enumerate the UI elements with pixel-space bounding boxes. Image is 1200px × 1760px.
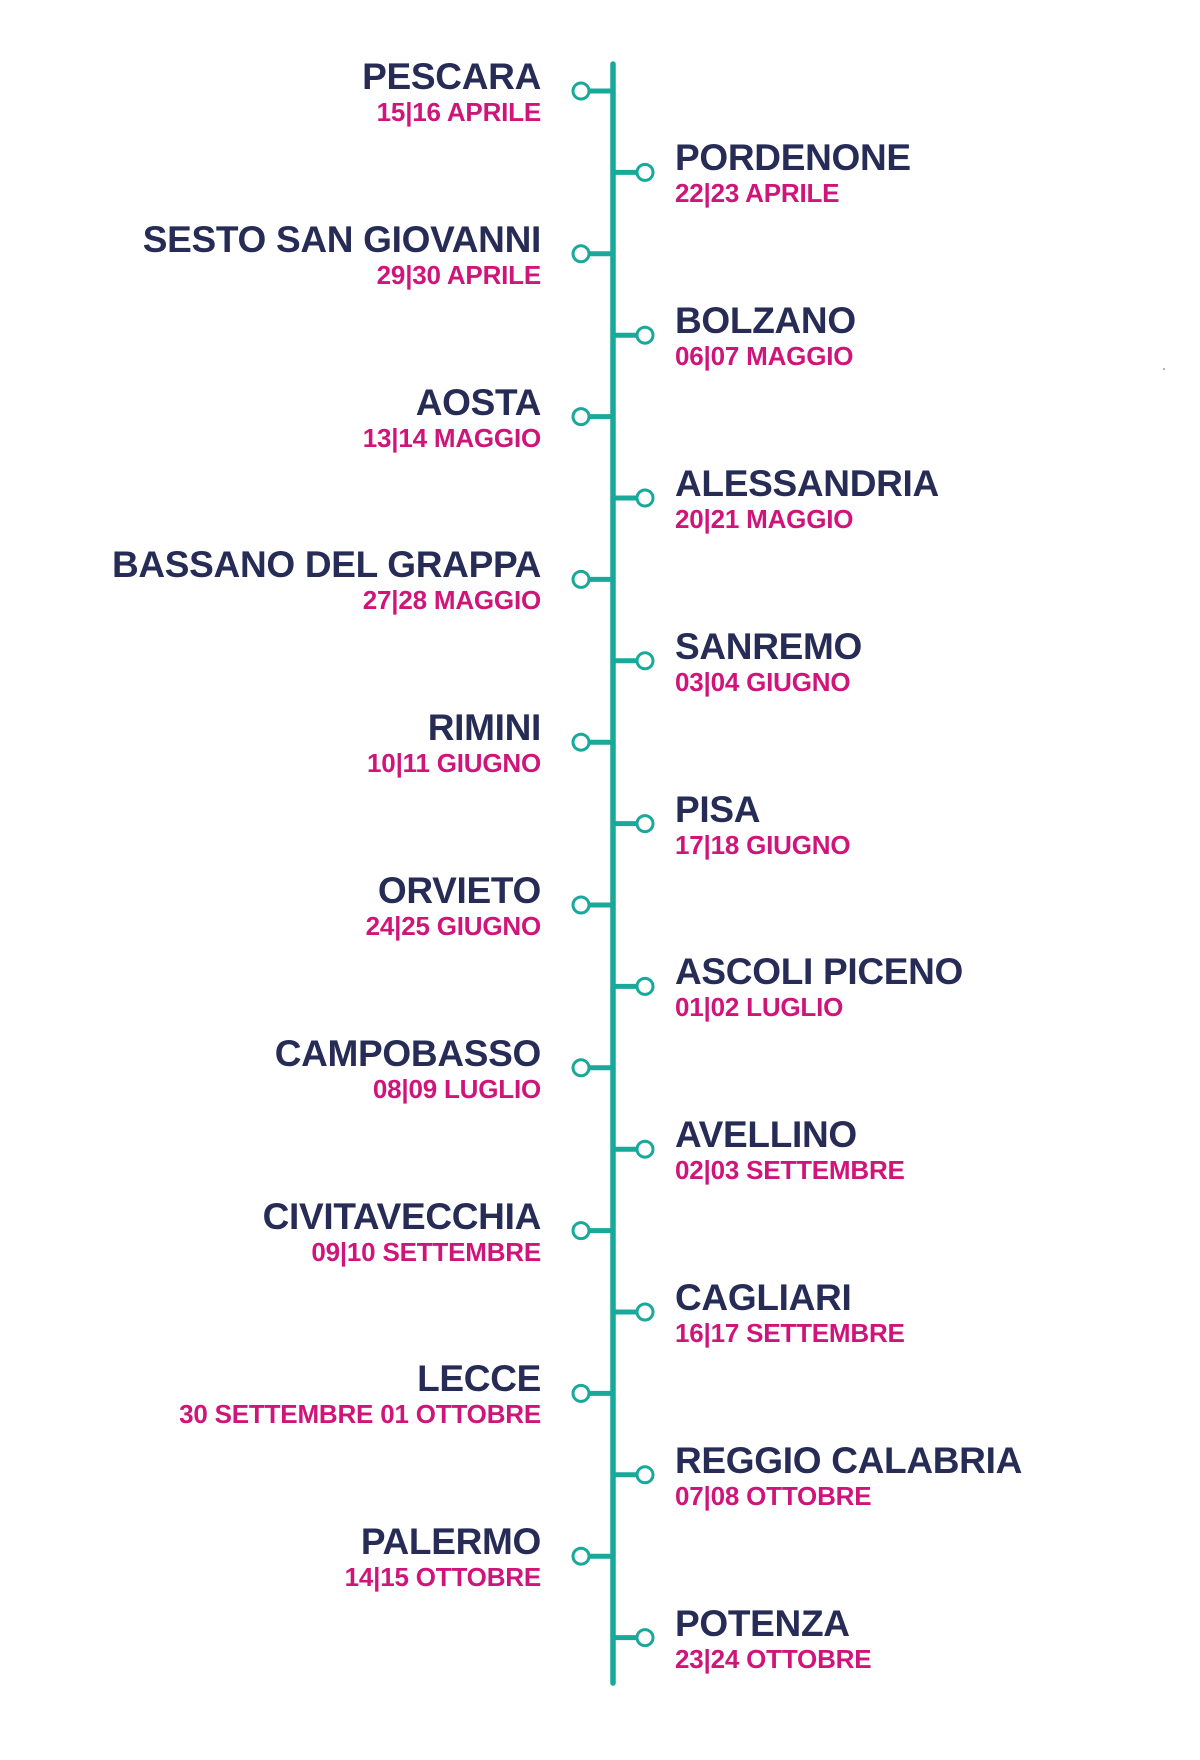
stray-dot [1163, 368, 1165, 370]
stop-marker-icon [571, 1221, 591, 1241]
stop-date: 07|08 OTTOBRE [675, 1480, 872, 1511]
stop-marker-icon [635, 1628, 655, 1648]
stop-date: 22|23 APRILE [675, 178, 840, 209]
stop-marker-icon [635, 1139, 655, 1159]
stop-city: RIMINI [427, 707, 542, 749]
stop-city: PESCARA [362, 56, 541, 97]
stop-city: PORDENONE [675, 137, 911, 179]
stop-marker-icon [635, 814, 655, 834]
stop-city: ORVIETO [377, 870, 541, 911]
stop-date: 23|24 OTTOBRE [675, 1643, 872, 1674]
stop-marker-icon [571, 1546, 591, 1566]
stop-date: 29|30 APRILE [376, 259, 542, 290]
stop-date: 27|28 MAGGIO [362, 585, 541, 616]
stop-city: PALERMO [360, 1521, 541, 1563]
stop-city: CAGLIARI [675, 1277, 852, 1318]
stop-city: SESTO SAN GIOVANNI [142, 218, 542, 260]
stop-date: 15|16 APRILE [376, 97, 542, 127]
stop-date: 09|10 SETTEMBRE [311, 1236, 541, 1267]
stop-city: REGGIO CALABRIA [675, 1439, 1023, 1481]
stop-date: 20|21 MAGGIO [675, 504, 854, 534]
stop-date: 13|14 MAGGIO [362, 422, 541, 453]
stop-marker-icon [635, 325, 655, 345]
stop-city: LECCE [417, 1358, 541, 1400]
stop-marker-icon [571, 569, 591, 589]
stop-city: ALESSANDRIA [675, 463, 939, 504]
stop-city: POTENZA [675, 1602, 850, 1644]
stop-date: 08|09 LUGLIO [372, 1073, 541, 1104]
stop-date: 14|15 OTTOBRE [344, 1562, 542, 1593]
stop-city: CAMPOBASSO [274, 1032, 542, 1074]
stop-marker-icon [635, 162, 655, 182]
stop-date: 24|25 GIUGNO [365, 911, 542, 941]
stop-city: AVELLINO [675, 1114, 857, 1156]
stop-date: 30 SETTEMBRE 01 OTTOBRE [179, 1399, 541, 1430]
stop-city: SANREMO [675, 625, 863, 667]
stop-city: AOSTA [415, 381, 542, 423]
stop-marker-icon [571, 407, 591, 427]
stop-city: ASCOLI PICENO [675, 951, 964, 993]
stop-marker-icon [571, 244, 591, 264]
stop-date: 01|02 LUGLIO [675, 992, 844, 1023]
stop-date: 02|03 SETTEMBRE [675, 1155, 905, 1186]
stop-date: 03|04 GIUGNO [675, 666, 851, 697]
stop-date: 06|07 MAGGIO [675, 341, 854, 372]
stop-city: BASSANO DEL GRAPPA [111, 544, 541, 586]
stop-marker-icon [571, 81, 591, 101]
stop-marker-icon [635, 976, 655, 996]
stop-marker-icon [571, 732, 591, 752]
stop-marker-icon [635, 1302, 655, 1322]
stop-city: PISA [675, 788, 761, 830]
stop-date: 17|18 GIUGNO [675, 829, 851, 860]
stop-date: 16|17 SETTEMBRE [675, 1318, 905, 1348]
stop-marker-icon [635, 1465, 655, 1485]
stop-marker-icon [635, 488, 655, 508]
stop-marker-icon [571, 1383, 591, 1403]
stop-marker-icon [635, 651, 655, 671]
stop-date: 10|11 GIUGNO [367, 748, 541, 779]
stop-marker-icon [571, 1058, 591, 1078]
stop-city: CIVITAVECCHIA [262, 1195, 542, 1237]
stop-marker-icon [571, 895, 591, 915]
stop-city: BOLZANO [675, 300, 856, 342]
